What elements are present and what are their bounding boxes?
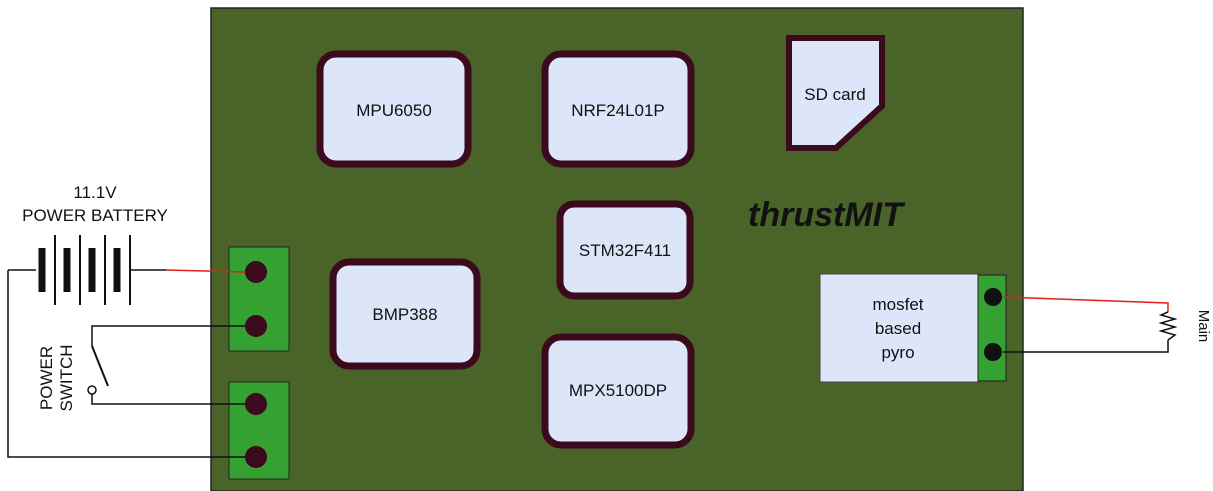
- battery-voltage-label: 11.1V: [73, 183, 117, 202]
- pyro-terminal-block: [977, 274, 1007, 382]
- switch-label-line1: POWER: [37, 346, 56, 410]
- sd-card-label: SD card: [804, 85, 865, 104]
- switch-terminal-block: [228, 381, 290, 480]
- wiring: [7, 269, 1178, 458]
- battery-name-label: POWER BATTERY: [22, 206, 168, 225]
- battery-symbol: [8, 235, 166, 305]
- chip-bmp388-label: BMP388: [372, 305, 437, 324]
- pyro-label-line2: based: [875, 319, 921, 338]
- sd-card: SD card: [786, 35, 885, 151]
- chip-nrf24l01p-label: NRF24L01P: [571, 101, 665, 120]
- switch-label-line2: SWITCH: [57, 344, 76, 411]
- chip-mpu6050: MPU6050: [316, 50, 472, 168]
- chip-bmp388: BMP388: [329, 258, 481, 370]
- chip-mpx5100dp-label: MPX5100DP: [569, 381, 667, 400]
- chip-stm32f411: STM32F411: [556, 200, 694, 300]
- pyro-label-line3: pyro: [881, 343, 914, 362]
- pyro-label-line1: mosfet: [872, 295, 923, 314]
- pyro-module: mosfet based pyro: [819, 273, 981, 383]
- chip-mpx5100dp: MPX5100DP: [541, 333, 695, 449]
- chip-mpu6050-label: MPU6050: [356, 101, 432, 120]
- power-terminal-block: [228, 246, 290, 352]
- chip-stm32f411-label: STM32F411: [579, 241, 671, 260]
- brand-label: thrustMIT: [748, 196, 906, 234]
- load-label: Main: [1195, 310, 1212, 343]
- chip-nrf24l01p: NRF24L01P: [541, 50, 695, 168]
